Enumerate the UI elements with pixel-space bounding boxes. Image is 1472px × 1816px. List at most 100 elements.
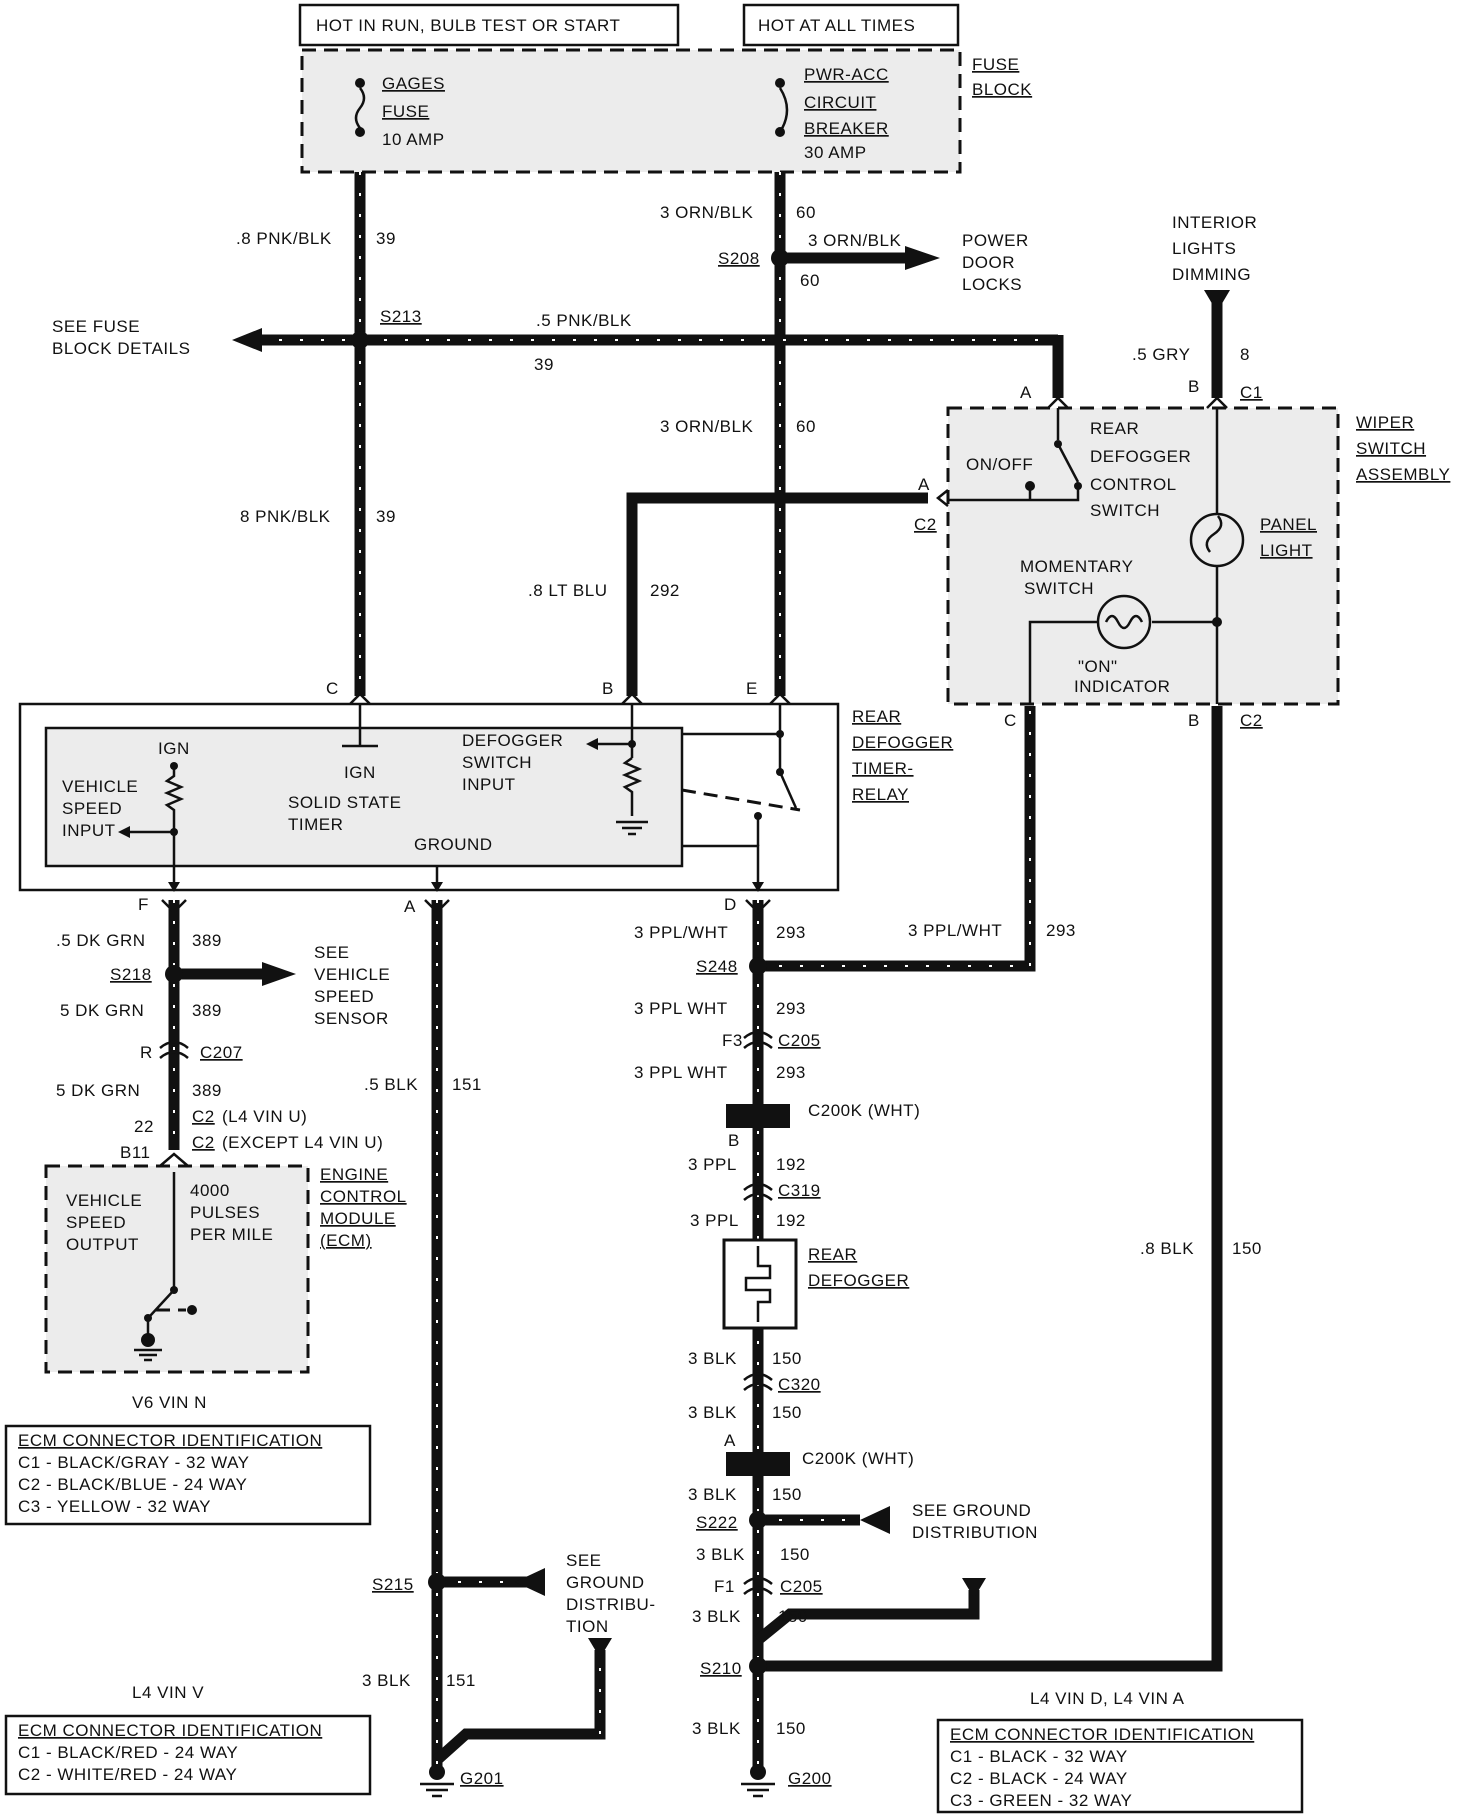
- label-orn-top-num: 60: [796, 203, 816, 222]
- label-s218: S218: [110, 965, 152, 984]
- timer-vss-2: SPEED: [62, 799, 122, 818]
- hot-at-all-times-label: HOT AT ALL TIMES: [758, 16, 915, 35]
- connector-c205-icon: [743, 1030, 773, 1049]
- label-ppl1: 3 PPL/WHT: [634, 923, 728, 942]
- engine-control-module: ENGINE CONTROL MODULE (ECM) VEHICLE SPEE…: [44, 1152, 407, 1374]
- connector-icon: [1047, 396, 1069, 409]
- splice-s208: [771, 249, 789, 267]
- wiper-pin-a: A: [1020, 383, 1032, 402]
- rear-defogger-grid: [722, 1238, 798, 1330]
- v6-row-1: C1 - BLACK/GRAY - 32 WAY: [18, 1453, 250, 1472]
- label-s208: S208: [718, 249, 760, 268]
- label-c2-ex: C2: [192, 1133, 215, 1152]
- label-power-door-2: DOOR: [962, 253, 1015, 272]
- timer-dsi-1: DEFOGGER: [462, 731, 563, 750]
- defogger-heater-icon: [744, 1246, 772, 1322]
- label-dkgrn1-num: 389: [192, 931, 222, 950]
- wiper-title-2: SWITCH: [1356, 439, 1426, 458]
- connector-c319-icon: [743, 1182, 773, 1201]
- label-ltblu-num: 292: [650, 581, 680, 600]
- label-blk1: 3 BLK: [688, 1349, 737, 1368]
- wiper-c2-bottom: C2: [1240, 711, 1263, 730]
- splice-s218: [165, 965, 183, 983]
- splice-s215: [428, 1573, 446, 1591]
- connector-c320-icon: [743, 1372, 773, 1391]
- ecm-table-l4v: L4 VIN V ECM CONNECTOR IDENTIFICATION C1…: [4, 1683, 372, 1796]
- timer-pin-a: A: [404, 897, 416, 916]
- label-pin-b-c200: B: [728, 1131, 740, 1150]
- splice-s210: [749, 1657, 767, 1675]
- ecm-table-l4da: L4 VIN D, L4 VIN A ECM CONNECTOR IDENTIF…: [936, 1689, 1304, 1814]
- wiper-pin-a2: A: [918, 475, 930, 494]
- label-see-gd2-2: GROUND: [566, 1573, 645, 1592]
- connector-icon: [1206, 396, 1228, 409]
- label-c2-l4: C2: [192, 1107, 215, 1126]
- label-blk5-num: 150: [778, 1607, 808, 1626]
- label-blk2-num: 150: [772, 1403, 802, 1422]
- pwr-acc-label: PWR-ACC: [804, 65, 889, 84]
- label-blk6-num: 150: [776, 1719, 806, 1738]
- label-blk5: 3 BLK: [692, 1607, 741, 1626]
- ecm-title-3: MODULE: [320, 1209, 396, 1228]
- label-orn-mid-num: 60: [796, 417, 816, 436]
- on-indicator-1: "ON": [1078, 657, 1118, 676]
- wires: [168, 172, 1230, 1770]
- label-dkgrn2: 5 DK GRN: [60, 1001, 144, 1020]
- rear-defogger-timer-relay: REAR DEFOGGER TIMER- RELAY C B E IGN IGN…: [18, 679, 953, 916]
- timer-dsi-2: SWITCH: [462, 753, 532, 772]
- splice-s213: [351, 331, 369, 349]
- label-see-gd2-3: DISTRIBU-: [566, 1595, 656, 1614]
- label-blk6: 3 BLK: [692, 1719, 741, 1738]
- timer-sst-1: SOLID STATE: [288, 793, 402, 812]
- label-gry-num: 8: [1240, 345, 1250, 364]
- timer-pin-e: E: [746, 679, 758, 698]
- label-dkgrn3-num: 389: [192, 1081, 222, 1100]
- timer-ground: GROUND: [414, 835, 493, 854]
- label-s248: S248: [696, 957, 738, 976]
- rear-switch-2: DEFOGGER: [1090, 447, 1191, 466]
- timer-title-1: REAR: [852, 707, 901, 726]
- switch-blade-icon: [1056, 443, 1080, 483]
- timer-dsi-3: INPUT: [462, 775, 516, 794]
- l4da-title: L4 VIN D, L4 VIN A: [1030, 1689, 1185, 1708]
- label-see-fuse-2: BLOCK DETAILS: [52, 339, 190, 358]
- ecm-title-2: CONTROL: [320, 1187, 407, 1206]
- l4da-header: ECM CONNECTOR IDENTIFICATION: [950, 1725, 1254, 1744]
- label-see-fuse-1: SEE FUSE: [52, 317, 140, 336]
- ecm-vso-2: SPEED: [66, 1213, 126, 1232]
- label-orn-branch-num: 60: [800, 271, 820, 290]
- connector-c207-icon: [159, 1040, 189, 1059]
- label-f1: F1: [714, 1577, 735, 1596]
- ecm-table-v6: V6 VIN N ECM CONNECTOR IDENTIFICATION C1…: [4, 1393, 372, 1526]
- timer-pin-d: D: [724, 895, 737, 914]
- power-source-labels: HOT IN RUN, BULB TEST OR START HOT AT AL…: [298, 3, 960, 47]
- l4da-row-1: C1 - BLACK - 32 WAY: [950, 1747, 1128, 1766]
- label-ltblu: .8 LT BLU: [528, 581, 607, 600]
- label-s222: S222: [696, 1513, 738, 1532]
- ecm-pulses-1: 4000: [190, 1181, 230, 1200]
- label-ppl1-num: 293: [776, 923, 806, 942]
- label-blk3-num: 150: [772, 1485, 802, 1504]
- l4v-header: ECM CONNECTOR IDENTIFICATION: [18, 1721, 322, 1740]
- ecm-title-4: (ECM): [320, 1231, 372, 1250]
- label-pnk-branch: .5 PNK/BLK: [536, 311, 632, 330]
- label-orn-top: 3 ORN/BLK: [660, 203, 753, 222]
- hot-in-run-label: HOT IN RUN, BULB TEST OR START: [316, 16, 620, 35]
- label-see-gd2-4: TION: [566, 1617, 609, 1636]
- gages-fuse-rating: 10 AMP: [382, 130, 445, 149]
- timer-vss-1: VEHICLE: [62, 777, 138, 796]
- label-dkgrn2-num: 389: [192, 1001, 222, 1020]
- label-blk150-right-num: 150: [1232, 1239, 1262, 1258]
- label-blk151b-num: 151: [446, 1671, 476, 1690]
- label-pnk-top: .8 PNK/BLK: [236, 229, 332, 248]
- fuse-block-title: FUSE: [972, 55, 1019, 74]
- ecm-pulses-3: PER MILE: [190, 1225, 273, 1244]
- timer-title-4: RELAY: [852, 785, 909, 804]
- label-pnk-branch-num: 39: [534, 355, 554, 374]
- vss-output-switch-icon: [149, 1289, 175, 1317]
- label-s213: S213: [380, 307, 422, 326]
- label-c207-pin: R: [140, 1043, 153, 1062]
- label-c207: C207: [200, 1043, 243, 1062]
- timer-pin-b: B: [602, 679, 614, 698]
